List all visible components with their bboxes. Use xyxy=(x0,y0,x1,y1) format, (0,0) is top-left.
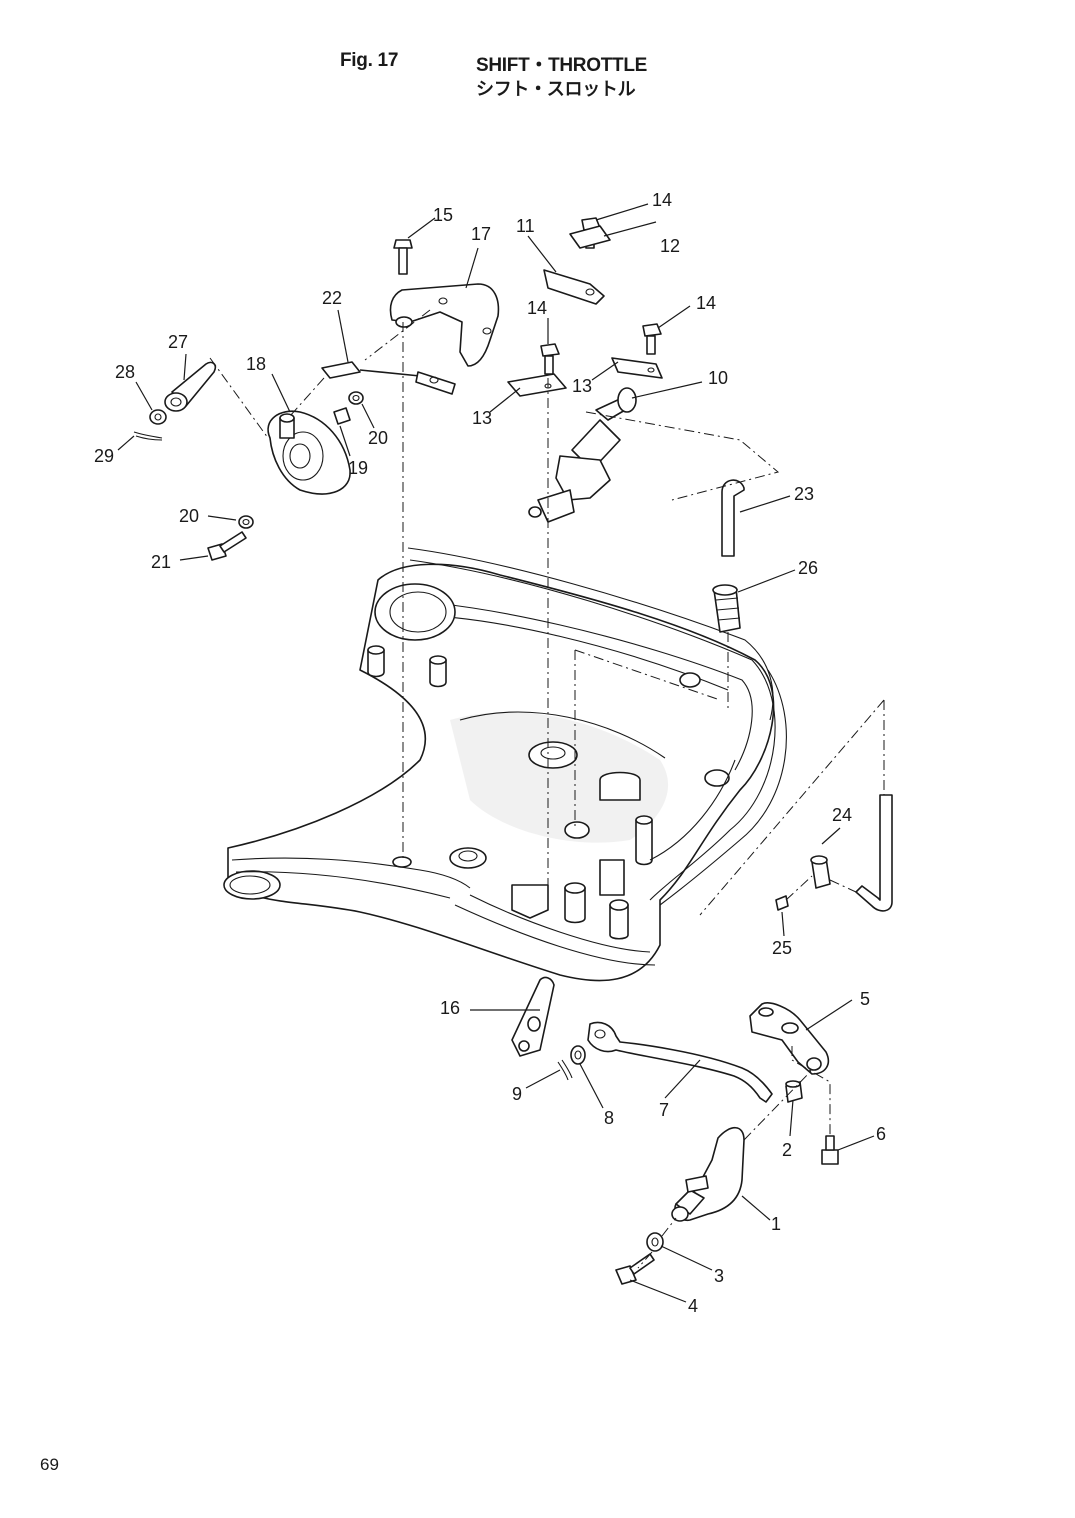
callout-11: 11 xyxy=(516,216,535,236)
washer-3 xyxy=(646,1232,664,1252)
bolt-21 xyxy=(207,531,247,561)
figure-title-japanese: シフト・スロットル xyxy=(476,79,636,100)
bolt-14-right xyxy=(642,323,662,355)
clamp-11 xyxy=(543,269,605,305)
plate-13-left xyxy=(507,373,567,397)
snap-pin-29 xyxy=(133,431,163,441)
callout-20-upper: 20 xyxy=(368,428,388,448)
callout-16: 16 xyxy=(440,998,460,1018)
callout-8: 8 xyxy=(604,1108,614,1128)
callout-15: 15 xyxy=(433,205,453,225)
callout-14-top: 14 xyxy=(652,190,672,210)
grommet-26 xyxy=(712,584,741,633)
alignment-lines xyxy=(209,309,885,1269)
shift-shaft-10 xyxy=(528,387,637,523)
shift-lever-plate-16 xyxy=(511,976,555,1057)
callout-26: 26 xyxy=(798,558,818,578)
callout-27: 27 xyxy=(168,332,188,352)
collar-19 xyxy=(333,407,351,425)
callout-18: 18 xyxy=(246,354,266,374)
throttle-link-rod-22 xyxy=(321,361,456,395)
callout-19: 19 xyxy=(348,458,368,478)
callout-14-middle: 14 xyxy=(527,298,547,318)
shift-lever-1 xyxy=(671,1126,745,1222)
throttle-cam-bracket-17 xyxy=(389,283,500,367)
callout-7: 7 xyxy=(659,1100,669,1120)
pin-25 xyxy=(775,895,789,911)
plate-12 xyxy=(569,225,611,249)
callout-6: 6 xyxy=(876,1124,886,1144)
bolt-4 xyxy=(615,1253,655,1285)
callout-28: 28 xyxy=(115,362,135,382)
bolt-14-middle xyxy=(540,343,560,375)
callout-1: 1 xyxy=(771,1214,781,1234)
shift-lever-5 xyxy=(749,1002,830,1075)
callout-2: 2 xyxy=(782,1140,792,1160)
throttle-cam-18 xyxy=(267,410,351,495)
callout-13-left: 13 xyxy=(472,408,492,428)
bolt-15 xyxy=(393,239,413,275)
washer-20-upper xyxy=(348,391,364,405)
callout-25: 25 xyxy=(772,938,792,958)
hose-joint-24 xyxy=(810,855,831,889)
callout-4: 4 xyxy=(688,1296,698,1316)
figure-number: Fig. 17 xyxy=(340,50,399,71)
figure-title-english: SHIFT・THROTTLE xyxy=(476,55,648,76)
rod-joint-27 xyxy=(164,361,217,412)
washer-28 xyxy=(149,409,167,425)
washer-20-lower xyxy=(238,515,254,529)
hose-23 xyxy=(721,479,745,557)
callout-21: 21 xyxy=(151,552,171,572)
callout-29: 29 xyxy=(94,446,114,466)
callout-23: 23 xyxy=(794,484,814,504)
shift-rod-7 xyxy=(587,1021,773,1103)
leader-lines xyxy=(117,203,875,1303)
washer-8 xyxy=(570,1045,586,1065)
callout-14-right: 14 xyxy=(696,293,716,313)
callout-20-lower: 20 xyxy=(179,506,199,526)
callout-17: 17 xyxy=(471,224,491,244)
callout-10: 10 xyxy=(708,368,728,388)
callout-24: 24 xyxy=(832,805,852,825)
callout-12: 12 xyxy=(660,236,680,256)
callout-5: 5 xyxy=(860,989,870,1009)
snap-pin-9 xyxy=(557,1059,573,1081)
callout-9: 9 xyxy=(512,1084,522,1104)
plate-13-right xyxy=(611,357,663,379)
lower-cowling-base xyxy=(223,547,787,982)
bolt-6 xyxy=(821,1135,839,1165)
callout-3: 3 xyxy=(714,1266,724,1286)
callout-numbers: 1 2 3 4 5 6 7 8 9 10 11 12 13 13 14 14 1… xyxy=(94,190,886,1316)
collar-2 xyxy=(785,1080,803,1103)
page-number: 69 xyxy=(40,1455,59,1474)
callout-13-right: 13 xyxy=(572,376,592,396)
hose-right xyxy=(855,794,893,912)
callout-22: 22 xyxy=(322,288,342,308)
